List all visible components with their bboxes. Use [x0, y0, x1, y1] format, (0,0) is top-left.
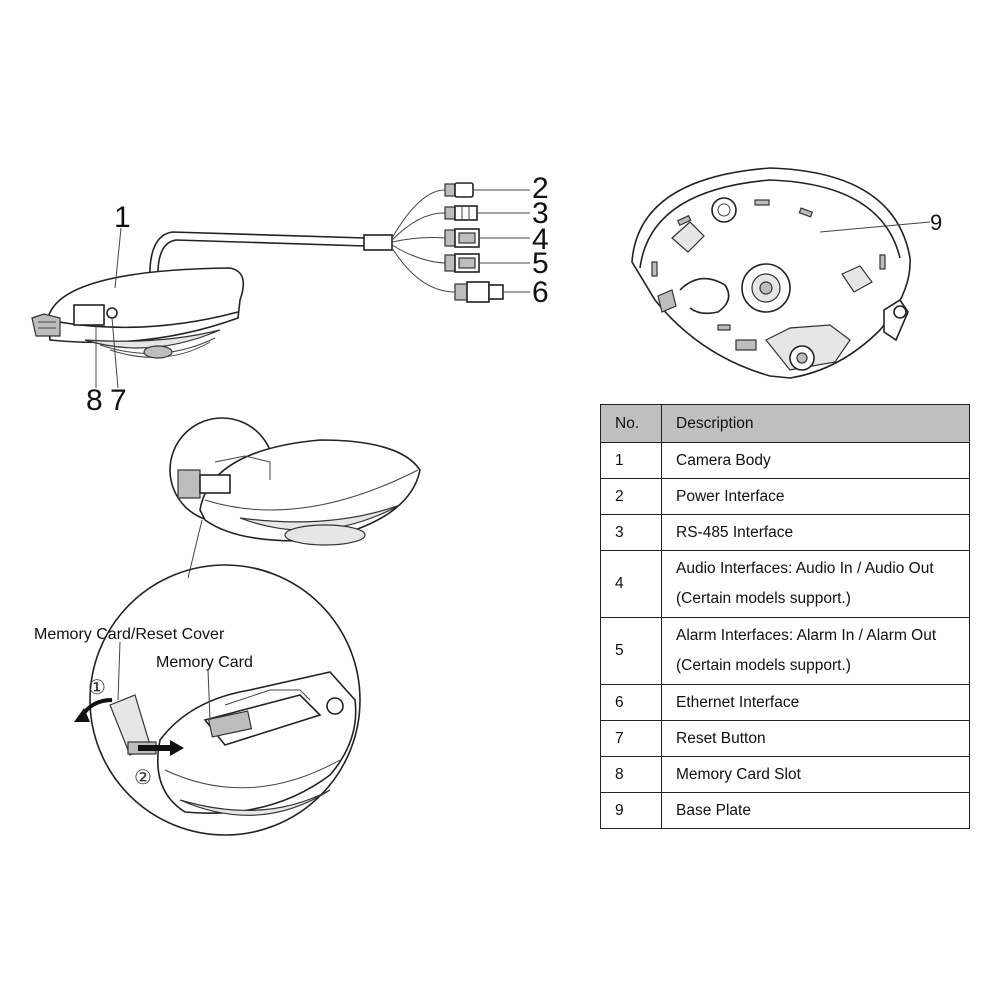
- step-2-marker: ②: [134, 765, 152, 789]
- row-no: 4: [600, 550, 662, 618]
- callout-4: 4: [532, 223, 549, 256]
- table-row: 1 Camera Body: [600, 442, 970, 479]
- table-row: 2 Power Interface: [600, 478, 970, 515]
- row-description: Reset Button: [661, 720, 970, 757]
- row-no: 5: [600, 617, 662, 685]
- row-no: 1: [600, 442, 662, 479]
- callout-5: 5: [532, 247, 549, 280]
- row-description: Memory Card Slot: [661, 756, 970, 793]
- step-1-marker: ①: [88, 675, 106, 699]
- callout-6: 6: [532, 276, 549, 309]
- row-no: 2: [600, 478, 662, 515]
- memory-card-slot-drawing: [73, 304, 105, 326]
- header-no: No.: [600, 404, 662, 443]
- table-row: 8 Memory Card Slot: [600, 756, 970, 793]
- row-description-line2: (Certain models support.): [676, 657, 851, 674]
- callout-9: 9: [930, 210, 942, 235]
- row-description-line1: Audio Interfaces: Audio In / Audio Out: [676, 560, 934, 577]
- callout-7: 7: [110, 384, 127, 417]
- row-description: Camera Body: [661, 442, 970, 479]
- ethernet-connector-icon: [454, 281, 504, 303]
- camera-body-drawing: [31, 267, 245, 359]
- row-description: Base Plate: [661, 792, 970, 829]
- row-description: Alarm Interfaces: Alarm In / Alarm Out (…: [661, 617, 970, 685]
- base-plate-drawing: 9: [631, 167, 942, 379]
- table-row: 9 Base Plate: [600, 792, 970, 829]
- memory-card-detail: Memory Card/Reset Cover Memory Card ① ②: [34, 417, 421, 836]
- row-description: RS-485 Interface: [661, 514, 970, 551]
- table-row: 3 RS-485 Interface: [600, 514, 970, 551]
- alarm-connector-icon: [444, 253, 480, 273]
- row-description: Ethernet Interface: [661, 684, 970, 721]
- label-memory-card-reset-cover: Memory Card/Reset Cover: [34, 626, 225, 643]
- callout-3: 3: [532, 197, 549, 230]
- header-description: Description: [661, 404, 970, 443]
- callout-1: 1: [114, 201, 131, 234]
- table-row: 6 Ethernet Interface: [600, 684, 970, 721]
- callout-2: 2: [532, 172, 549, 205]
- row-description-line2: (Certain models support.): [676, 590, 851, 607]
- row-no: 8: [600, 756, 662, 793]
- row-description-line1: Alarm Interfaces: Alarm In / Alarm Out: [676, 627, 937, 644]
- rs485-connector-icon: [444, 205, 478, 221]
- audio-connector-icon: [444, 228, 480, 248]
- camera-with-cables: 1 2 3 4 5 6 8 7: [31, 172, 549, 417]
- reset-button-drawing: [106, 307, 118, 319]
- callout-8: 8: [86, 384, 103, 417]
- row-no: 7: [600, 720, 662, 757]
- component-legend-table: No. Description 1 Camera Body 2 Power In…: [600, 404, 970, 829]
- row-no: 6: [600, 684, 662, 721]
- table-header-row: No. Description: [600, 404, 970, 443]
- cable-junction: [363, 234, 393, 251]
- power-connector-icon: [444, 182, 474, 198]
- table-row: 5 Alarm Interfaces: Alarm In / Alarm Out…: [600, 617, 970, 685]
- row-description: Power Interface: [661, 478, 970, 515]
- row-no: 3: [600, 514, 662, 551]
- rotate-arrow-icon: [80, 698, 113, 718]
- row-description: Audio Interfaces: Audio In / Audio Out (…: [661, 550, 970, 618]
- table-row: 4 Audio Interfaces: Audio In / Audio Out…: [600, 550, 970, 618]
- label-memory-card: Memory Card: [156, 654, 253, 671]
- row-no: 9: [600, 792, 662, 829]
- table-row: 7 Reset Button: [600, 720, 970, 757]
